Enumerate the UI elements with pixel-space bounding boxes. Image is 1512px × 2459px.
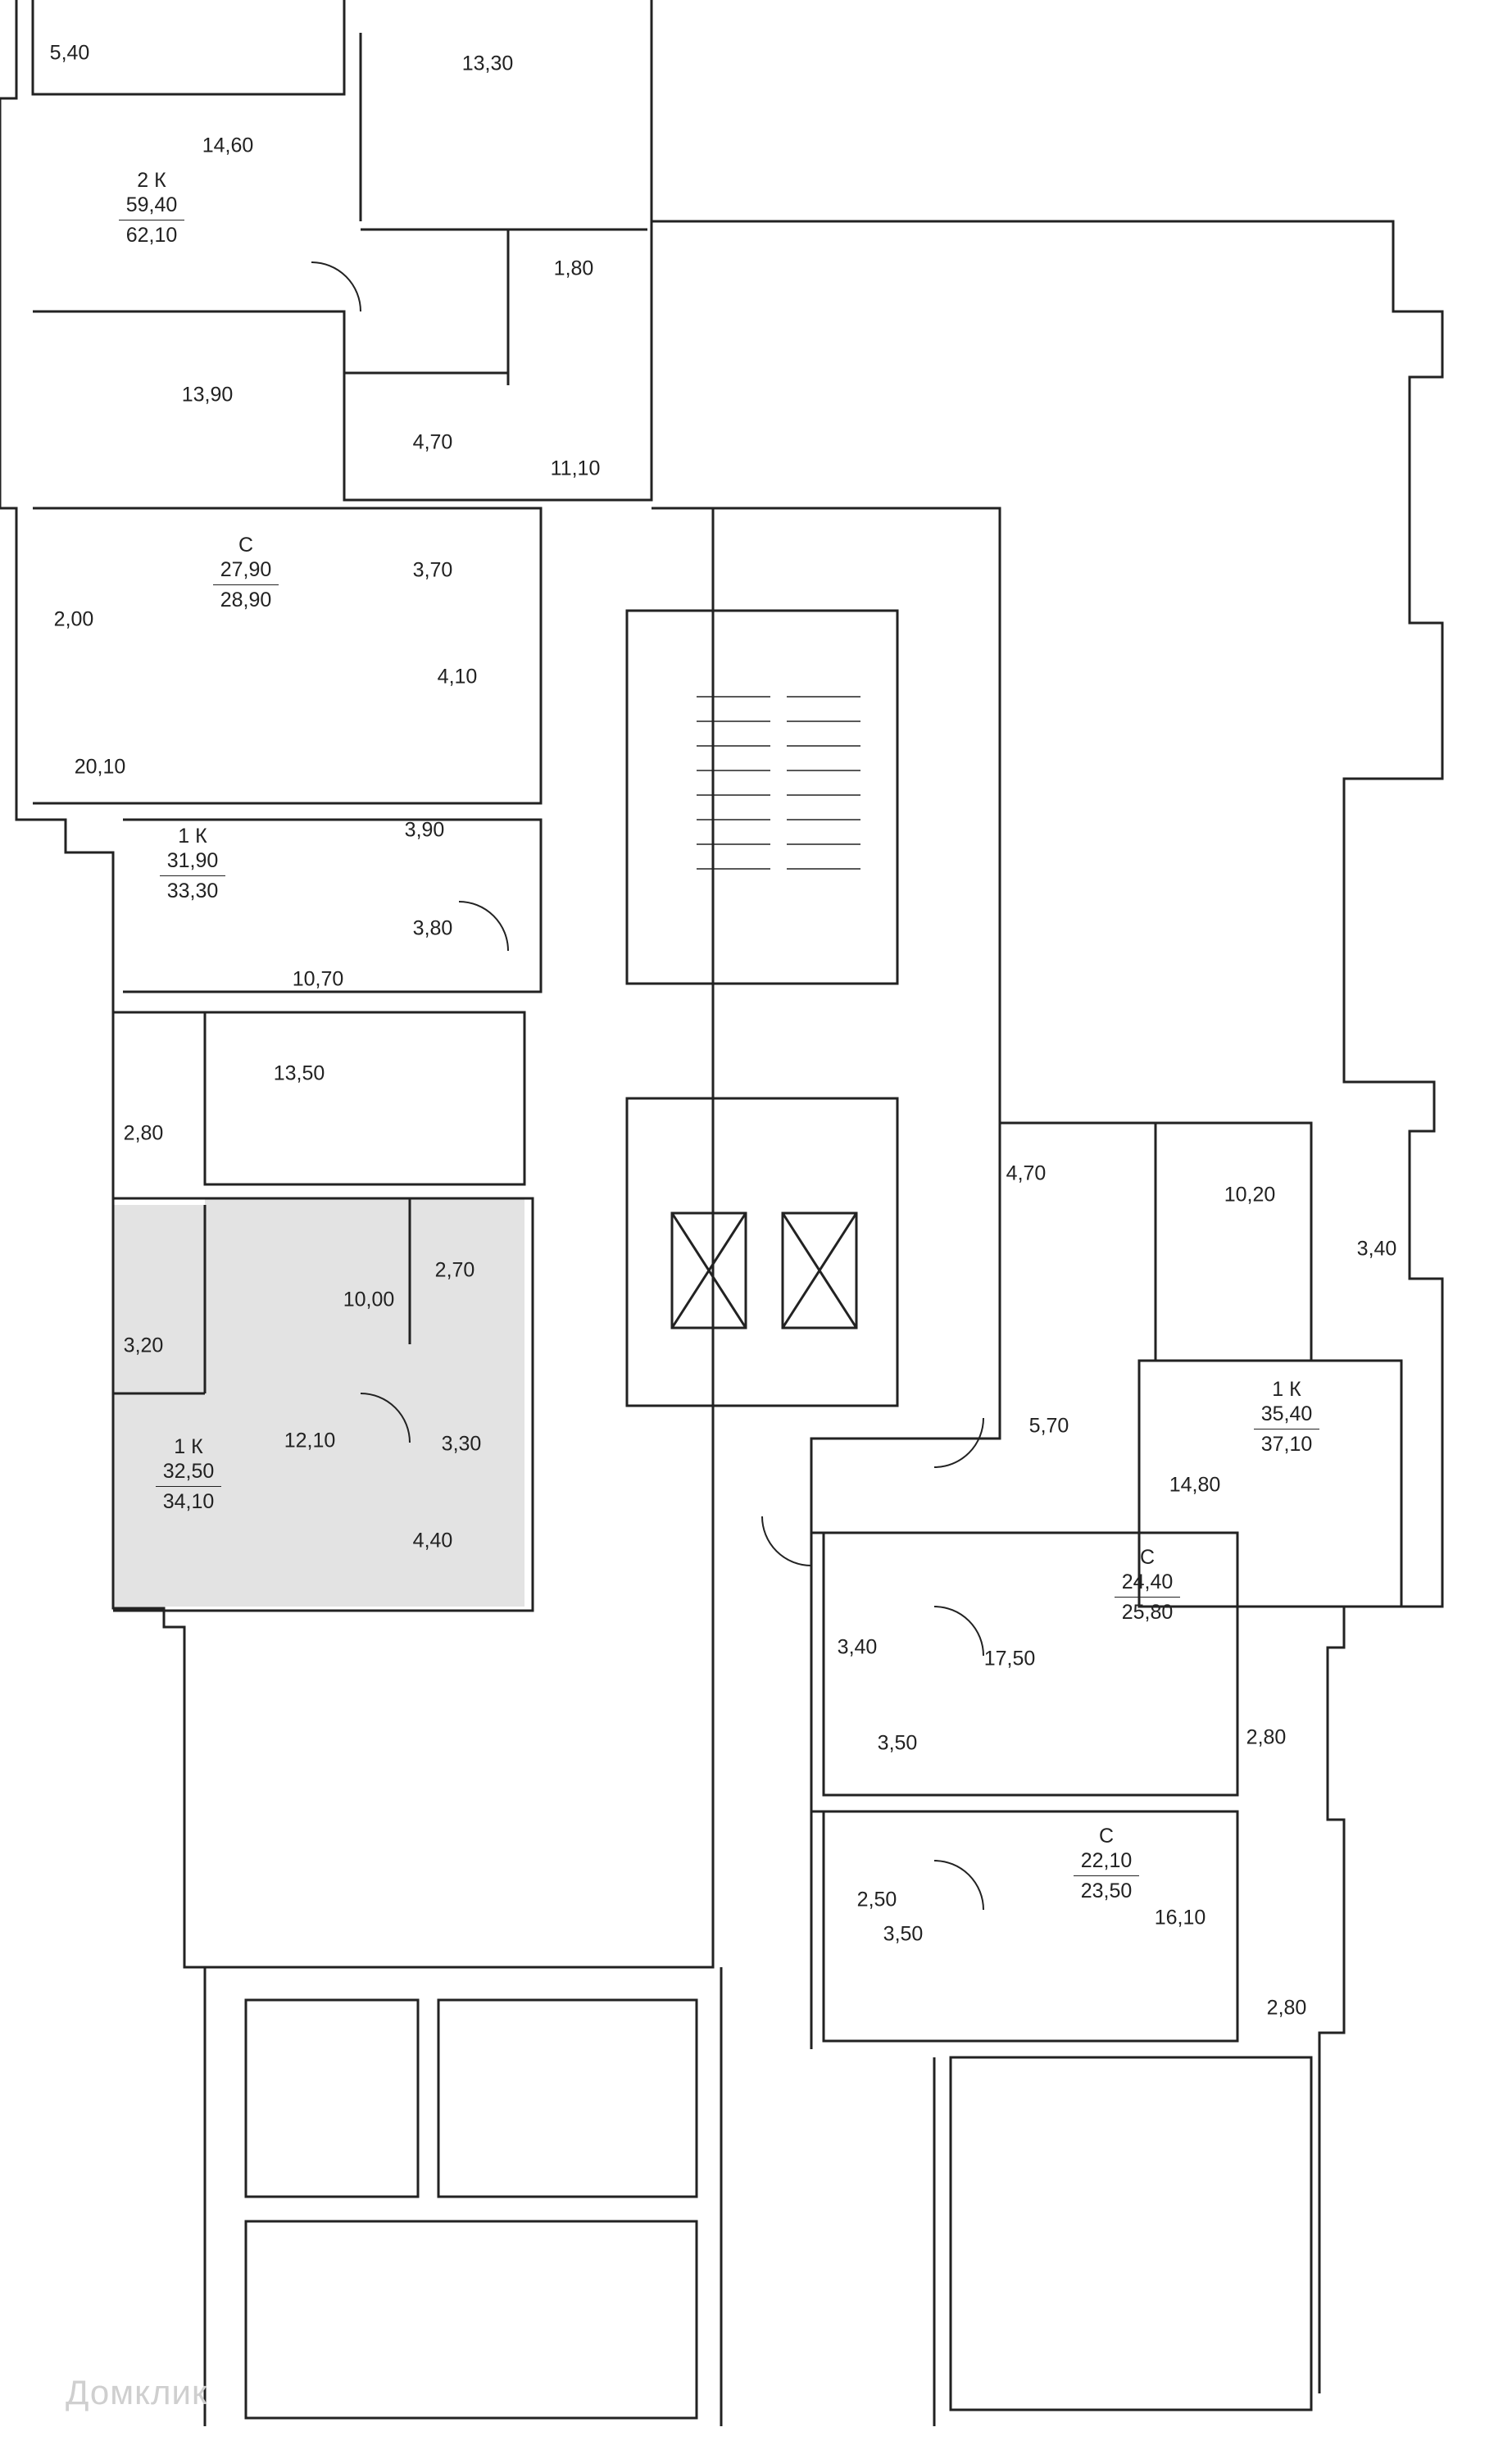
door-swings (311, 261, 984, 1911)
room-area: 13,90 (181, 383, 234, 407)
apartment-total-area: 23,50 (1080, 1879, 1133, 1902)
room-area: 3,30 (441, 1432, 482, 1456)
room-area: 4,70 (1006, 1161, 1047, 1185)
apartment-total-area: 28,90 (220, 589, 272, 611)
room-area: 10,00 (343, 1288, 395, 1311)
room-area: 2,50 (856, 1888, 897, 1911)
room-area: 4,10 (437, 665, 478, 689)
room-area: 3,50 (883, 1922, 924, 1946)
apartment-living-area: 31,90 (166, 849, 219, 872)
room-area: 16,10 (1154, 1906, 1206, 1929)
room-area: 5,70 (1028, 1414, 1069, 1438)
room-area: 11,10 (550, 457, 601, 480)
apartment-type: С (1139, 1546, 1156, 1569)
room-area: 4,70 (412, 430, 453, 454)
area-divider (1115, 1597, 1180, 1598)
apartment-label-1k-a: 1 К 31,90 33,30 (160, 824, 225, 903)
room-area: 3,80 (412, 916, 453, 940)
room-area: 3,40 (1356, 1237, 1397, 1261)
room-area: 2,80 (1266, 1996, 1307, 2020)
room-area: 3,50 (877, 1731, 918, 1755)
area-divider (156, 1486, 221, 1487)
apartment-living-area: 32,50 (162, 1460, 215, 1483)
room-area: 2,80 (1246, 1725, 1287, 1749)
apartment-type: 1 К (174, 1435, 203, 1458)
room-area: 1,80 (553, 257, 594, 280)
apartment-type: С (238, 534, 254, 557)
room-area: 2,70 (434, 1258, 475, 1282)
apartment-label-studio-2: С 24,40 25,80 (1115, 1545, 1180, 1625)
apartment-total-area: 33,30 (166, 880, 219, 902)
apartment-label-1k-right: 1 К 35,40 37,10 (1254, 1377, 1319, 1457)
apartment-living-area: 24,40 (1121, 1570, 1174, 1593)
watermark: Домклик (66, 2373, 208, 2411)
apartment-living-area: 22,10 (1080, 1849, 1133, 1872)
apartment-type: С (1098, 1825, 1115, 1848)
apartment-living-area: 59,40 (125, 193, 178, 216)
apartment-living-area: 35,40 (1260, 1402, 1313, 1425)
room-area: 14,80 (1169, 1473, 1221, 1497)
stair-treads (697, 696, 860, 870)
room-area: 12,10 (284, 1429, 336, 1452)
apartment-living-area: 27,90 (220, 558, 272, 581)
apartment-label-studio-3: С 22,10 23,50 (1074, 1824, 1139, 1903)
apartment-label-2k: 2 К 59,40 62,10 (119, 168, 184, 248)
room-area: 4,40 (412, 1529, 453, 1552)
apartment-label-studio-1: С 27,90 28,90 (213, 533, 279, 612)
room-area: 13,30 (461, 52, 514, 75)
room-area: 3,40 (837, 1635, 878, 1659)
room-area: 10,20 (1224, 1183, 1276, 1207)
room-area: 3,90 (404, 818, 445, 842)
apartment-total-area: 62,10 (125, 224, 178, 247)
apartment-total-area: 25,80 (1121, 1601, 1174, 1624)
apartment-total-area: 37,10 (1260, 1433, 1313, 1456)
room-area: 10,70 (292, 967, 344, 991)
apartment-type: 1 К (1272, 1378, 1301, 1401)
apartment-type: 2 К (137, 169, 166, 192)
room-area: 20,10 (74, 755, 126, 779)
room-area: 5,40 (49, 41, 90, 65)
area-divider (1074, 1875, 1139, 1876)
apartment-label-1k-highlight: 1 К 32,50 34,10 (156, 1434, 221, 1514)
highlighted-apartment-fill (113, 1198, 524, 1607)
room-area: 3,70 (412, 558, 453, 582)
room-area: 14,60 (202, 134, 254, 157)
room-area: 13,50 (273, 1061, 325, 1085)
room-area: 2,80 (123, 1121, 164, 1145)
area-divider (160, 875, 225, 876)
room-area: 3,20 (123, 1334, 164, 1357)
room-area: 2,00 (53, 607, 94, 631)
room-area: 17,50 (983, 1647, 1036, 1670)
apartment-total-area: 34,10 (162, 1490, 215, 1513)
walls (0, 0, 1444, 2426)
area-divider (213, 584, 279, 585)
apartment-type: 1 К (178, 825, 207, 848)
